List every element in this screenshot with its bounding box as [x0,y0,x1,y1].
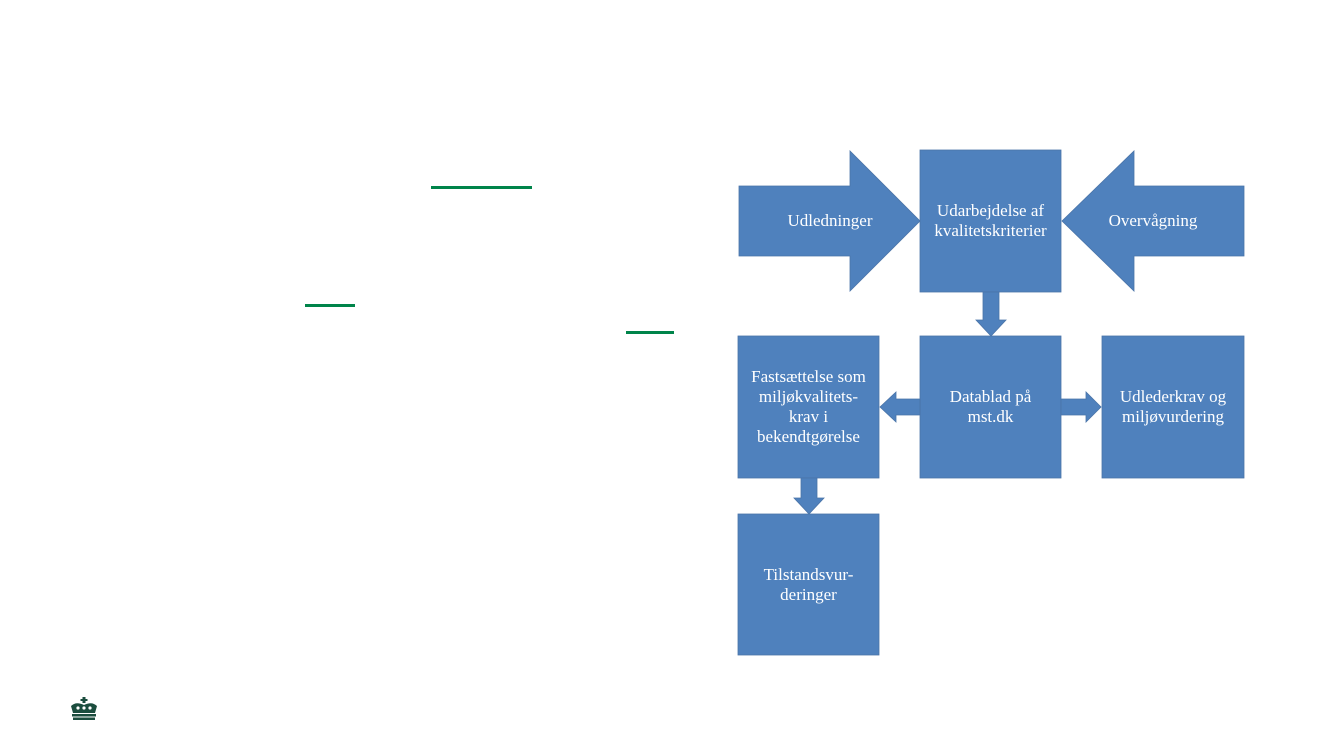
node-udledninger: Udledninger [765,186,895,256]
udledninger-arrow-shape [738,150,921,292]
tilstandsvurderinger-box-shape [737,513,880,656]
udlederkrav-box-shape [1101,335,1245,479]
node-udlederkrav-label: Udlederkrav og miljøvurdering [1119,387,1227,426]
node-udarbejdelse-label: Udarbejdelse af kvalitetskriterier [934,201,1047,240]
datablad-box-shape [919,335,1062,479]
node-fastsaettelse: Fastsættelse som miljøkvalitets- krav i … [738,336,879,478]
arrow-datablad-to-udlederkrav [1060,391,1102,423]
node-datablad-label: Datablad på mst.dk [949,387,1032,426]
arrow-datablad-to-fastsaettelse [879,391,921,423]
overvaagning-arrow-shape [1061,150,1245,292]
underline-link-2 [305,304,355,307]
node-tilstandsvurderinger-label: Tilstandsvur- deringer [763,564,854,604]
udarbejdelse-box-shape [919,149,1062,293]
node-tilstandsvurderinger: Tilstandsvur- deringer [738,514,879,655]
node-datablad: Datablad på mst.dk [920,336,1061,478]
node-udlederkrav: Udlederkrav og miljøvurdering [1102,336,1244,478]
arrow-udarbejdelse-to-datablad [975,291,1007,337]
crown-icon [71,697,97,720]
underline-link-1 [431,186,532,189]
node-overvaagning-label: Overvågning [1108,211,1198,230]
arrow-fastsaettelse-to-tilstand [793,477,825,515]
node-udledninger-label: Udledninger [787,211,873,230]
node-udarbejdelse: Udarbejdelse af kvalitetskriterier [920,150,1061,292]
underline-link-3 [626,331,674,334]
node-overvaagning: Overvågning [1088,186,1218,256]
fastsaettelse-box-shape [737,335,880,479]
node-fastsaettelse-label: Fastsættelse som miljøkvalitets- krav i … [751,367,866,446]
